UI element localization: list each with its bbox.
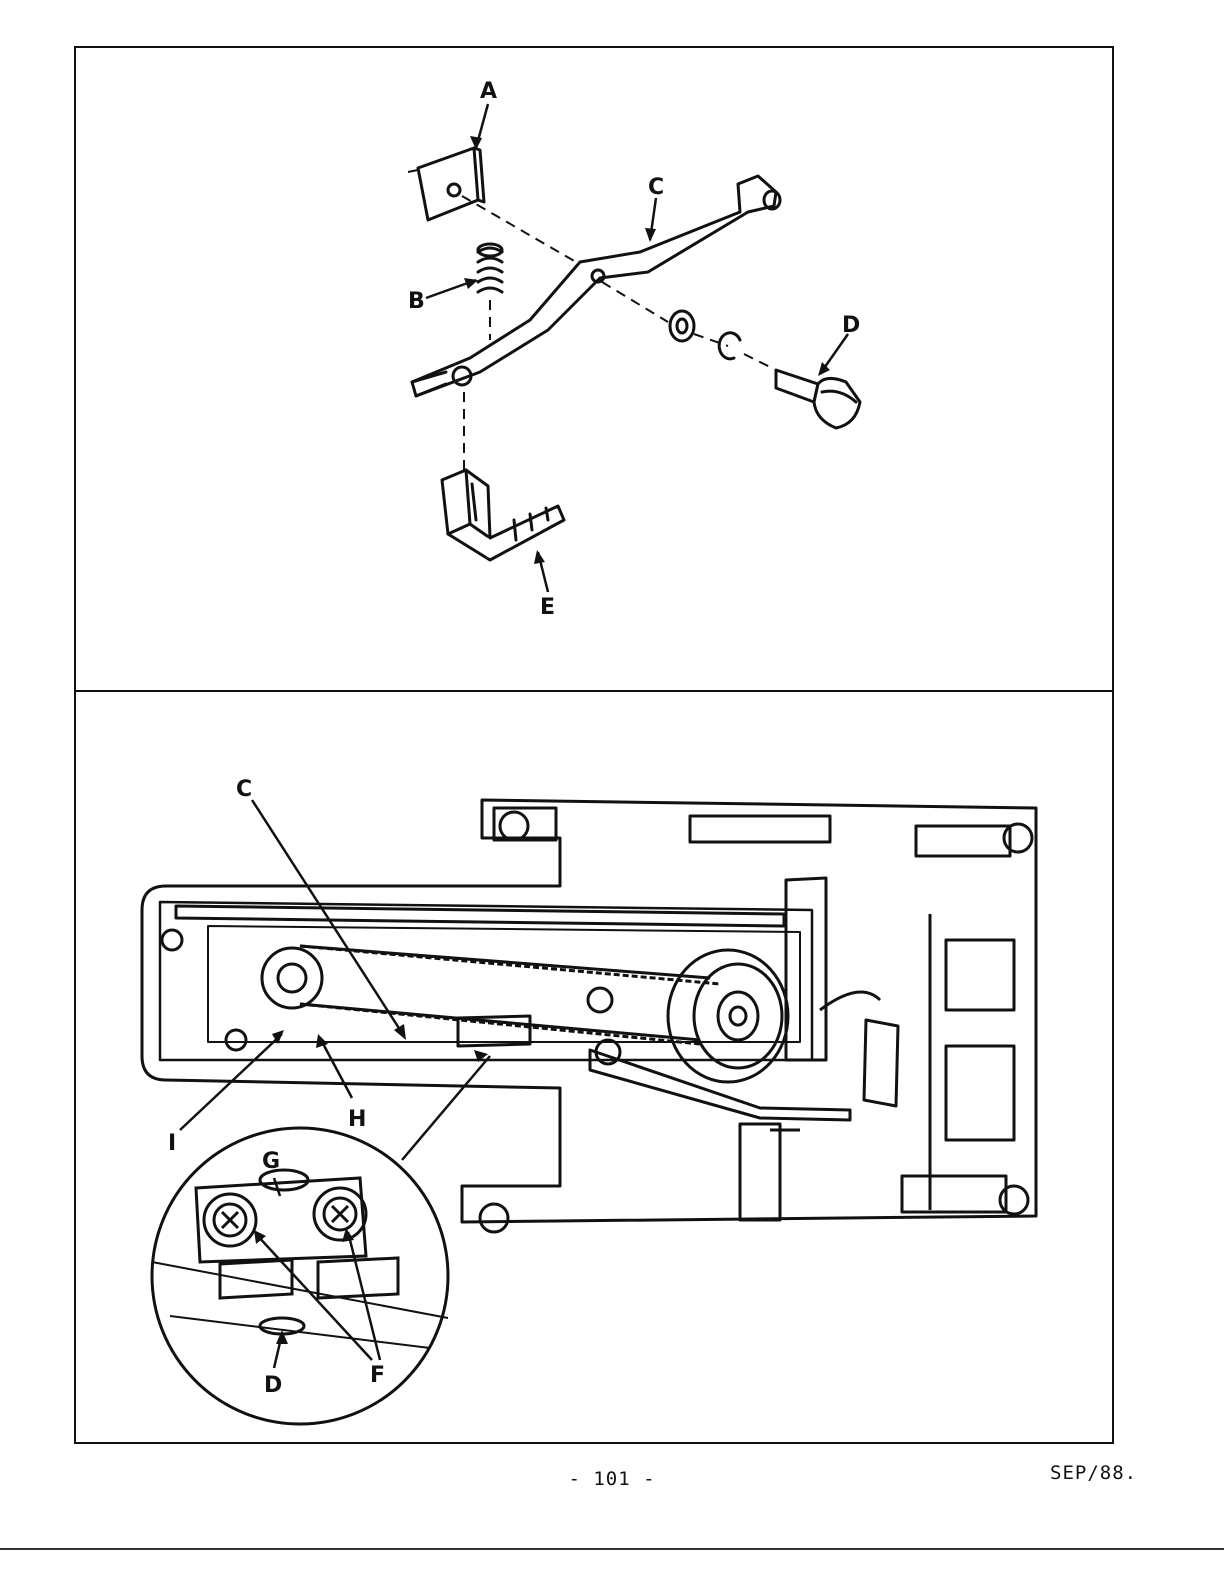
spring-b: [476, 242, 504, 294]
label-c-assembled: C: [236, 777, 252, 802]
plate-a: [416, 146, 486, 222]
bracket-e: [440, 468, 566, 562]
label-h: H: [348, 1107, 366, 1132]
page-number: - 101 -: [568, 1468, 656, 1490]
figure-frame: [74, 46, 1114, 1444]
label-i: I: [168, 1131, 176, 1156]
figure-divider: [74, 690, 1114, 692]
base-plate: [140, 798, 1038, 1224]
lever-c: [410, 174, 782, 398]
washer: [668, 309, 696, 343]
right-pulley: [666, 948, 790, 1084]
label-b: B: [408, 289, 425, 314]
revision-date: SEP/88.: [1050, 1462, 1138, 1484]
label-g: G: [262, 1149, 280, 1174]
exploded-parts-diagram: A C B D E: [407, 79, 862, 620]
label-d-detail: D: [264, 1373, 282, 1398]
label-f: F: [370, 1363, 385, 1388]
bottom-rule: [0, 1548, 1224, 1550]
label-a: A: [480, 79, 497, 104]
assembly-diagram: C H I G F D: [140, 777, 1038, 1426]
label-e: E: [540, 595, 555, 620]
e-ring: [717, 331, 742, 361]
detail-magnifier: [150, 1055, 491, 1426]
label-c: C: [648, 175, 664, 200]
left-pulley: [260, 946, 324, 1010]
pin-d: [774, 368, 862, 430]
label-d: D: [842, 313, 860, 338]
